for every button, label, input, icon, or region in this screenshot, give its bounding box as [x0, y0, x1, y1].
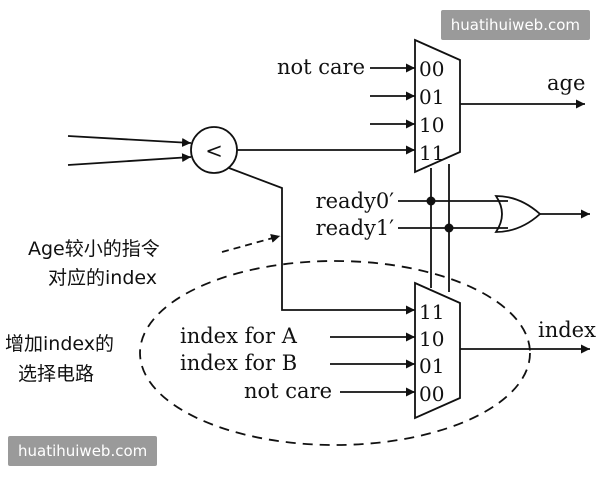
- added-circuit-outline: [139, 260, 531, 446]
- watermark-top: huatihuiweb.com: [440, 10, 590, 40]
- index-for-a-label: index for A: [180, 324, 298, 348]
- index-for-b-label: index for B: [180, 351, 297, 375]
- or-gate: [494, 195, 542, 233]
- lower-port-00: 00: [419, 382, 444, 406]
- added-annotation-line2: 选择电路: [18, 363, 94, 385]
- ready1-label: ready1′: [316, 216, 395, 240]
- age-label: age: [547, 71, 585, 95]
- comparator-input-a: [67, 135, 192, 147]
- age-annotation-line2: 对应的index: [48, 267, 157, 289]
- junction-ready1: [444, 223, 454, 233]
- lower-not-care-label: not care: [244, 379, 332, 403]
- lower-port-11: 11: [419, 300, 444, 324]
- comparator-to-lower-mux: [228, 167, 415, 315]
- upper-mux: [414, 38, 461, 174]
- lower-port-01: 01: [419, 354, 444, 378]
- ready0-label: ready0′: [316, 189, 395, 213]
- age-annotation-line1: Age较小的指令: [28, 238, 160, 260]
- upper-port-00: 00: [419, 57, 444, 81]
- lower-mux: [414, 281, 461, 420]
- upper-port-10: 10: [419, 113, 444, 137]
- index-output-label: index: [538, 318, 596, 342]
- upper-port-11: 11: [419, 141, 444, 165]
- added-annotation-line1: 增加index的: [5, 333, 114, 355]
- comparator-symbol: <: [205, 139, 223, 163]
- upper-not-care-label: not care: [277, 55, 365, 79]
- annotation-pointer: [221, 234, 281, 253]
- watermark-bottom: huatihuiweb.com: [8, 436, 158, 466]
- junction-ready0: [426, 196, 436, 206]
- upper-port-01: 01: [419, 85, 444, 109]
- lower-port-10: 10: [419, 327, 444, 351]
- comparator-input-b: [67, 153, 192, 166]
